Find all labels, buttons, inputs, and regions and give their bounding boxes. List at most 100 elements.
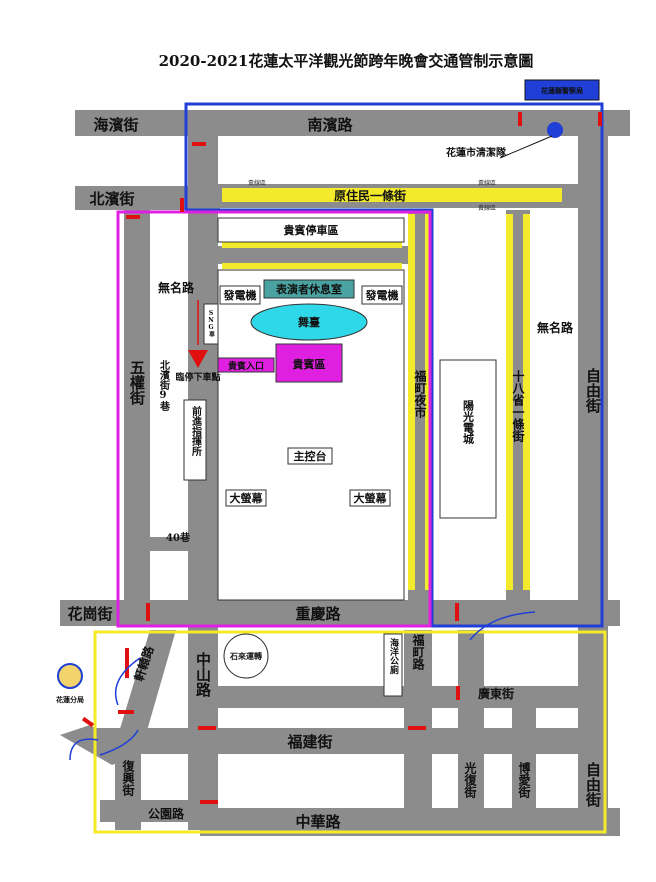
street-nanbin: 南濱路 [307, 116, 353, 134]
dropoff-label: 臨停下車點 [175, 371, 220, 383]
public-toilet-label: 海洋公廁 [388, 637, 399, 675]
yellow-tag-2: 黃線區 [478, 179, 496, 187]
barrier-2 [598, 112, 602, 126]
generator-left-label: 發電機 [223, 288, 257, 302]
street-fuxing: 復興街 [121, 759, 135, 797]
barrier-1 [518, 112, 522, 126]
flow-arrow-1 [469, 611, 536, 641]
street-fujian: 福建街 [286, 733, 332, 751]
street-gongyuan: 公園路 [148, 806, 185, 821]
cleaning-team-pointer [499, 135, 553, 159]
pre-show-box [183, 399, 207, 481]
barrier-4 [180, 198, 184, 212]
street-haibin: 海濱街 [93, 116, 138, 134]
sng-label: SNG車 [207, 310, 214, 338]
yellow-parking-bottom [222, 263, 402, 269]
generator-right-box [361, 285, 403, 305]
barrier-8 [125, 648, 129, 678]
street-fuding-night: 福町夜市 [413, 369, 427, 419]
pre-show-label: 前進指揮所 [190, 405, 202, 457]
barrier-6 [146, 603, 150, 621]
street-lane40: 40巷 [166, 531, 191, 544]
street-wuming-east: 無名路 [537, 320, 574, 335]
top-badge-label: 花蓮縣警察局 [541, 86, 583, 95]
screen-right-box [349, 489, 391, 507]
barrier-5 [126, 215, 140, 219]
street-chongqing: 重慶路 [295, 605, 341, 623]
dropoff-marker-icon [188, 350, 208, 368]
street-zhonghua: 中華路 [295, 813, 341, 831]
road-vip-parking [218, 246, 408, 264]
generator-right-label: 發電機 [365, 288, 399, 302]
stone-sculpture [223, 633, 269, 679]
yellow-lane18-east [523, 214, 530, 590]
police-seal-label: 花蓮分局 [56, 695, 84, 704]
street-zhongshan: 中山路 [194, 651, 212, 697]
yellow-parking-top [222, 242, 402, 248]
road-lane40 [150, 537, 190, 551]
performers-lounge-label: 表演者休息室 [275, 282, 342, 296]
barrier-7 [455, 603, 459, 621]
vip-parking-box [217, 217, 405, 243]
barrier-3 [192, 142, 206, 146]
sun-cinema-label: 陽光電城 [462, 399, 476, 445]
barrier-14 [200, 800, 218, 804]
barrier-10 [81, 716, 95, 728]
yellow-fuding-west [408, 214, 415, 590]
flow-arrow-4 [99, 729, 139, 756]
stone-sculpture-label: 石來運轉 [229, 651, 262, 661]
barrier-12 [408, 726, 426, 730]
street-boai: 博愛街 [517, 761, 531, 799]
sng-box [203, 303, 219, 345]
vip-parking-label: 貴賓停車區 [284, 223, 339, 237]
road-xuanyuan [112, 630, 176, 755]
yellow-control-zone [93, 630, 607, 834]
road-wuquan [124, 210, 150, 615]
road-diagonal-sw [60, 725, 140, 765]
yellow-tag-1: 黃線區 [248, 179, 266, 187]
street-guangdong: 廣東街 [478, 686, 514, 701]
street-wuming-west: 無名路 [158, 280, 195, 295]
street-fuding-road: 福町路 [411, 633, 425, 671]
flow-arrows [69, 611, 536, 761]
screen-left-box [225, 489, 267, 507]
barrier-9 [118, 710, 134, 714]
street-lane18: 十八省一條街 [511, 369, 525, 443]
map-title: 2020-2021花蓮太平洋觀光節跨年晚會交通管制示意圖 [159, 52, 534, 70]
magenta-venue-zone [116, 210, 432, 628]
main-control-label: 主控台 [294, 449, 327, 463]
main-control-box [287, 447, 333, 465]
road-guangdong [218, 686, 608, 708]
vip-entrance-box [217, 357, 275, 373]
sun-cinema-box [439, 359, 497, 519]
cleaning-team-label: 花蓮市清潔隊 [446, 146, 507, 159]
screen-right-label: 大螢幕 [354, 491, 388, 505]
stage-label: 舞臺 [298, 315, 320, 329]
vip-entrance-label: 貴賓入口 [228, 360, 264, 372]
road-nanbin [75, 110, 630, 136]
street-beibin9: 北濱街9巷 [158, 359, 171, 411]
barrier-13 [456, 686, 460, 700]
venue-layout: 貴賓停車區 發電機 表演者休息室 發電機 舞臺 貴賓入口 貴賓區 主控台 大螢幕… [183, 217, 497, 697]
street-wuquan: 五權街 [128, 360, 146, 406]
generator-left-box [219, 285, 261, 305]
yellow-lane18-west [506, 214, 513, 590]
vip-area-box [275, 343, 343, 383]
street-huagang: 花崗街 [67, 605, 112, 623]
performers-lounge-box [263, 279, 355, 299]
street-labels: 海濱街 南濱路 北濱街 原住民一條街 無名路 無名路 五權街 北濱街9巷 40巷… [67, 116, 602, 831]
road-boai [512, 690, 536, 830]
street-ziyou-north: 自由街 [584, 367, 602, 414]
cleaning-team-marker [547, 122, 563, 138]
street-guangfu: 光復街 [463, 761, 477, 799]
street-ziyou-south: 自由街 [584, 761, 602, 808]
road-barriers [81, 112, 602, 804]
street-beibin: 北濱街 [89, 190, 134, 208]
public-toilet-box [383, 633, 403, 697]
yellow-yuanzhumin [222, 188, 562, 202]
stage-ellipse [250, 303, 368, 341]
street-yuanzhumin: 原住民一條街 [334, 188, 406, 203]
barrier-11 [198, 726, 216, 730]
flow-arrow-3 [69, 738, 99, 761]
